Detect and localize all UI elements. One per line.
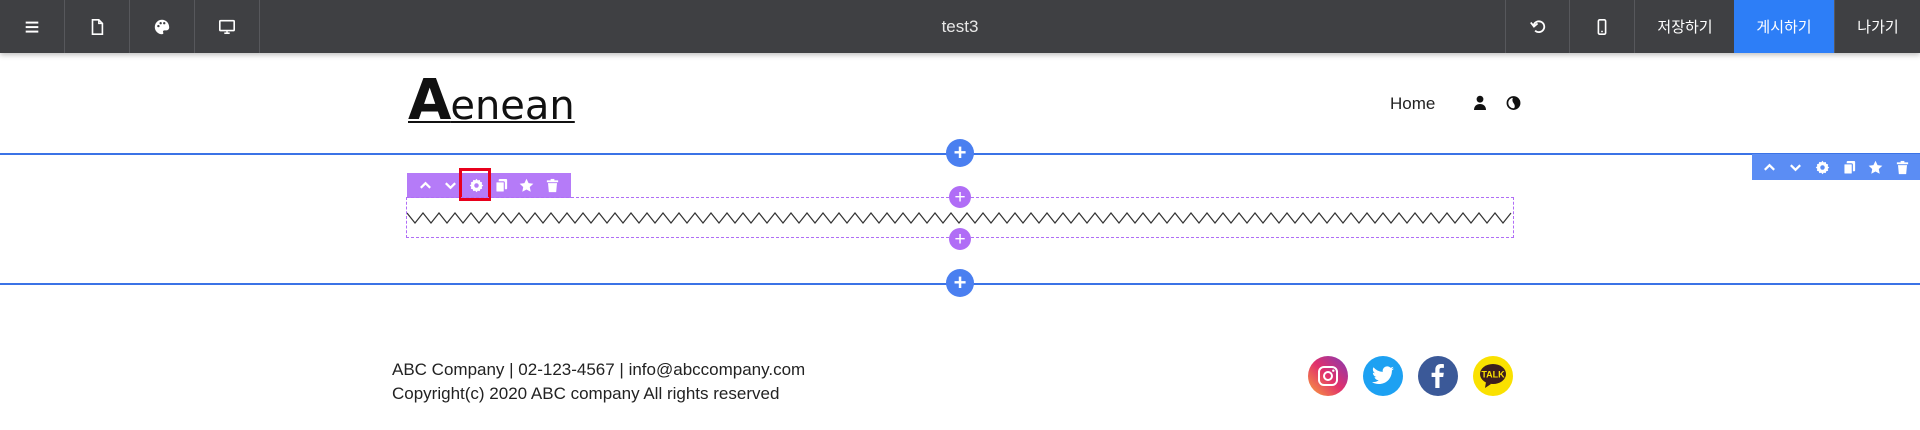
facebook-icon [1431,364,1444,388]
trash-icon [546,178,558,193]
mobile-view-button[interactable] [1569,0,1634,53]
trash-icon [1896,160,1909,174]
gear-icon [469,178,484,193]
section-favorite-button[interactable] [1865,156,1887,178]
section-copy-button[interactable] [1838,156,1860,178]
undo-button[interactable] [1505,0,1570,53]
star-icon [520,178,534,192]
section-settings-button[interactable] [1812,156,1834,178]
editor-toolbar: test3 저장하기 게시하기 나가기 [0,0,1920,53]
theme-button[interactable] [130,0,195,53]
add-section-above-button[interactable]: + [946,139,974,167]
copy-icon [1843,160,1855,175]
section-toolbar [1752,154,1920,180]
undo-icon [1530,19,1546,33]
instagram-icon [1318,366,1338,386]
site-logo[interactable]: Aenean [408,68,575,133]
block-favorite-button[interactable] [516,175,538,197]
nav-home-link[interactable]: Home [1390,94,1436,113]
chevron-up-icon [420,181,432,189]
menu-button[interactable] [0,0,65,53]
exit-button[interactable]: 나가기 [1834,0,1920,53]
save-button-label: 저장하기 [1657,19,1713,36]
copy-icon [495,178,508,193]
add-block-below-button[interactable]: + [949,228,971,250]
palette-icon [154,19,170,34]
section-move-up-button[interactable] [1758,156,1780,178]
instagram-link[interactable] [1308,356,1348,396]
add-section-below-button[interactable]: + [946,269,974,297]
star-icon [1869,160,1883,174]
page-icon [91,18,104,35]
publish-button[interactable]: 게시하기 [1734,0,1834,53]
logo-text: enean [450,83,575,129]
facebook-link[interactable] [1418,356,1458,396]
add-block-above-button[interactable]: + [949,186,971,208]
chevron-up-icon [1763,163,1775,171]
desktop-icon [218,19,236,34]
logo-initial: A [408,68,451,133]
page-button[interactable] [65,0,130,53]
document-title: test3 [941,17,979,36]
menu-icon [25,21,39,33]
desktop-view-button[interactable] [195,0,260,53]
chevron-down-icon [445,182,457,190]
save-button[interactable]: 저장하기 [1634,0,1735,53]
block-move-down-button[interactable] [440,175,462,197]
gear-icon [1815,160,1830,174]
zigzag-divider [406,212,1512,224]
globe-icon[interactable] [1506,95,1521,111]
mobile-icon [1597,18,1607,35]
twitter-icon [1372,366,1394,385]
exit-button-label: 나가기 [1857,19,1899,36]
block-settings-button[interactable] [465,175,487,197]
block-copy-button[interactable] [491,175,513,197]
section-delete-button[interactable] [1892,156,1914,178]
publish-button-label: 게시하기 [1756,19,1812,36]
section-move-down-button[interactable] [1785,156,1807,178]
kakaotalk-link[interactable]: TALK [1473,356,1513,396]
footer-contact: ABC Company | 02-123-4567 | info@abccomp… [392,360,806,379]
block-delete-button[interactable] [541,175,563,197]
footer-copyright: Copyright(c) 2020 ABC company All rights… [392,384,780,403]
block-move-up-button[interactable] [415,175,437,197]
chevron-down-icon [1790,163,1802,171]
user-icon[interactable] [1473,95,1487,111]
highlighted-settings-target [459,168,491,201]
twitter-link[interactable] [1363,356,1403,396]
kakao-talk-label: TALK [1481,370,1505,380]
kakaotalk-icon: TALK [1480,364,1506,388]
